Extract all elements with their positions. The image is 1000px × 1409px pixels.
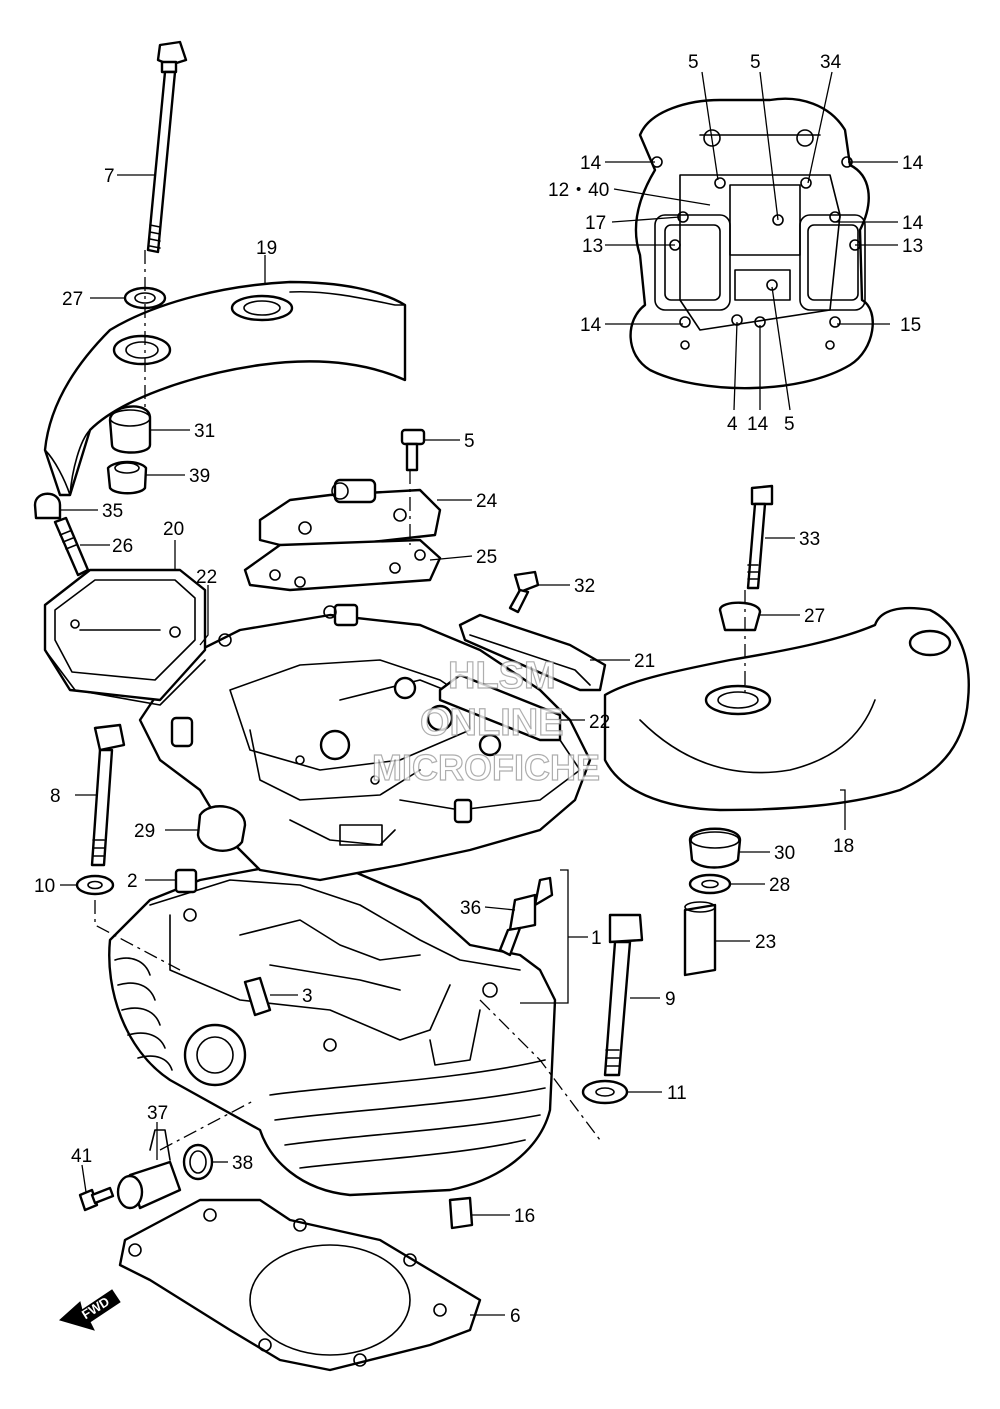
leader-lines <box>60 71 898 1316</box>
watermark-line-3: MICROFICHE <box>372 747 600 788</box>
collar-part-39 <box>106 460 148 495</box>
callout-13: 13 <box>902 236 923 257</box>
callout-5: 5 <box>464 431 475 452</box>
callout-27: 27 <box>62 289 83 310</box>
callout-22: 22 <box>589 712 610 733</box>
grommet-part-27-right <box>718 601 762 632</box>
bolt-part-32 <box>508 570 540 614</box>
bolt-part-9 <box>603 913 644 1077</box>
damper-part-30 <box>688 827 742 869</box>
callout-14: 14 <box>580 315 602 336</box>
spacer-part-23 <box>683 901 717 977</box>
watermark-line-2: ONLINE <box>420 702 564 744</box>
callout-14: 14 <box>902 153 924 174</box>
inset-cylinder-head-top-view <box>629 97 874 390</box>
cylinder-head <box>108 863 557 1197</box>
o-ring-part-38 <box>182 1143 214 1181</box>
callout-13: 13 <box>582 236 603 257</box>
spark-plug-part-36 <box>498 876 554 957</box>
callout-16: 16 <box>514 1206 535 1227</box>
rocker-cover-part-20 <box>43 568 207 706</box>
callout-33: 33 <box>799 529 820 550</box>
callout-35: 35 <box>102 501 123 522</box>
watermark-line-1: HLSM <box>448 655 556 697</box>
callout-12-40: 12・40 <box>548 180 609 201</box>
callout-14: 14 <box>747 414 769 435</box>
callout-39: 39 <box>189 466 210 487</box>
callout-19: 19 <box>256 238 277 259</box>
cover-part-21 <box>438 613 607 742</box>
callout-15: 15 <box>900 315 921 336</box>
callout-2: 2 <box>127 871 138 892</box>
callout-30: 30 <box>774 843 795 864</box>
washer-part-11 <box>581 1079 629 1105</box>
callout-9: 9 <box>665 989 676 1010</box>
alignment-lines <box>94 250 746 1151</box>
washer-part-10 <box>75 874 115 896</box>
callout-17: 17 <box>585 213 606 234</box>
callout-5: 5 <box>784 414 795 435</box>
callout-31: 31 <box>194 421 215 442</box>
washer-part-28 <box>688 873 732 895</box>
callout-27: 27 <box>804 606 825 627</box>
stud-part-26 <box>53 516 90 577</box>
callout-21: 21 <box>634 651 655 672</box>
callout-34: 34 <box>820 52 842 73</box>
long-bolt-part-7 <box>146 40 188 254</box>
long-bolt-part-33 <box>746 484 774 590</box>
callout-6: 6 <box>510 1306 521 1327</box>
head-gasket-part-6 <box>118 1198 482 1372</box>
fitting-part-37 <box>116 1129 182 1210</box>
stud-part-3 <box>243 976 272 1017</box>
dowel-part-2 <box>174 868 198 894</box>
callout-36: 36 <box>460 898 481 919</box>
bolt-part-8 <box>90 723 126 867</box>
seal-part-29 <box>196 805 247 852</box>
watermark: HLSM ONLINE MICROFICHE <box>371 654 600 788</box>
callout-24: 24 <box>476 491 498 512</box>
callout-20: 20 <box>163 519 184 540</box>
callout-14: 14 <box>902 213 924 234</box>
callout-28: 28 <box>769 875 790 896</box>
callout-1: 1 <box>591 928 602 949</box>
callout-5: 5 <box>750 52 761 73</box>
cover-left-part-19 <box>43 280 407 497</box>
callout-7: 7 <box>104 166 115 187</box>
callout-14: 14 <box>580 153 602 174</box>
callout-3: 3 <box>302 986 313 1007</box>
callout-25: 25 <box>476 547 497 568</box>
damper-part-31 <box>108 405 152 454</box>
callout-11: 11 <box>667 1083 687 1104</box>
bolt-part-5-breather <box>400 428 426 472</box>
callout-32: 32 <box>574 576 595 597</box>
callout-10: 10 <box>34 876 55 897</box>
callout-18: 18 <box>833 836 854 857</box>
callout-4: 4 <box>727 414 738 435</box>
callout-8: 8 <box>50 786 61 807</box>
callout-labels: 5 5 34 14 14 12・40 17 14 13 13 14 15 4 1… <box>34 52 924 1327</box>
dowel-part-16 <box>448 1196 474 1230</box>
screw-part-41 <box>78 1186 115 1212</box>
cap-nut-part-35 <box>33 492 62 520</box>
callout-38: 38 <box>232 1153 253 1174</box>
callout-37: 37 <box>147 1103 168 1124</box>
callout-23: 23 <box>755 932 776 953</box>
callout-22: 22 <box>196 567 217 588</box>
callout-26: 26 <box>112 536 133 557</box>
callout-41: 41 <box>71 1146 92 1167</box>
forward-arrow-icon: FWD <box>59 1289 121 1331</box>
cover-right-part-18 <box>603 606 970 812</box>
gasket-part-25 <box>243 538 442 592</box>
breather-cover-part-24 <box>258 478 442 552</box>
callout-29: 29 <box>134 821 155 842</box>
callout-5: 5 <box>688 52 699 73</box>
